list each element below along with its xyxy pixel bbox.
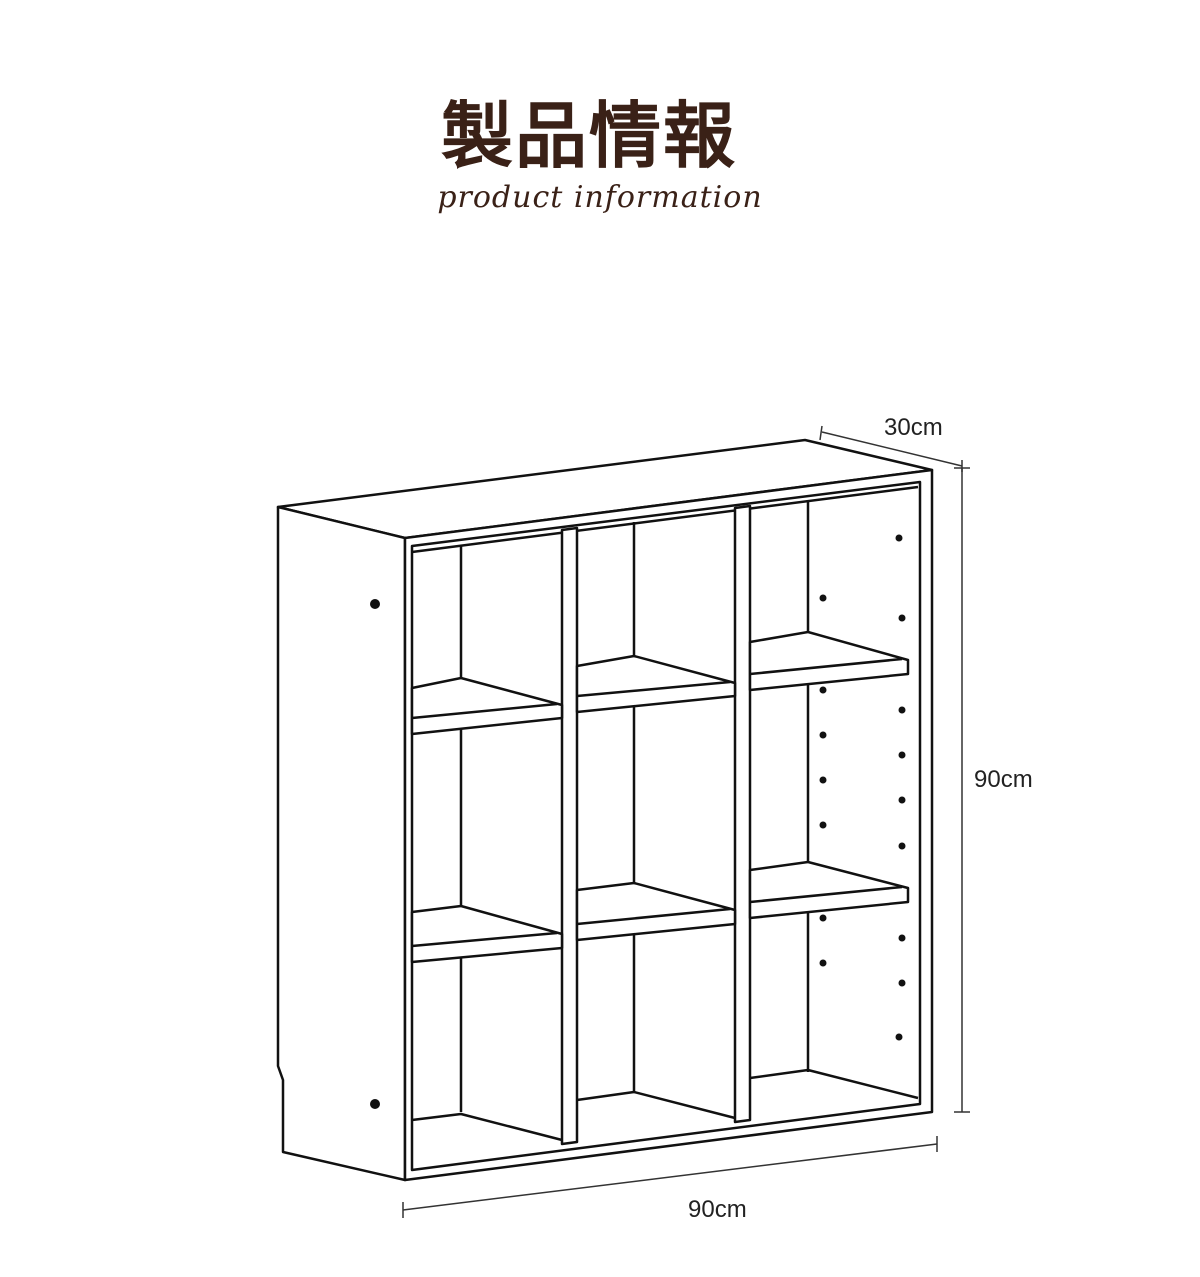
divider-left (560, 526, 579, 1146)
divider-right (733, 504, 752, 1124)
shelf-board (748, 630, 910, 692)
height-label: 90cm (974, 766, 1033, 793)
shelf-board (748, 860, 910, 920)
width-dimension-line (402, 1143, 938, 1211)
shelf-board (575, 654, 737, 714)
width-label: 90cm (688, 1196, 747, 1223)
shelf-front-frame (403, 468, 934, 1182)
dimension-lines (402, 425, 970, 1218)
page-subtitle: product information (437, 180, 763, 215)
pin-holes (370, 534, 906, 1109)
depth-dimension-line (821, 431, 963, 467)
shelf-left-side (276, 505, 407, 1182)
title-block: 製品情報 product information (0, 100, 1200, 215)
shelf-board (410, 904, 564, 964)
shelf-board (410, 676, 564, 736)
depth-label: 30cm (884, 414, 943, 441)
page-title: 製品情報 (440, 94, 737, 178)
shelf-board (575, 881, 737, 942)
